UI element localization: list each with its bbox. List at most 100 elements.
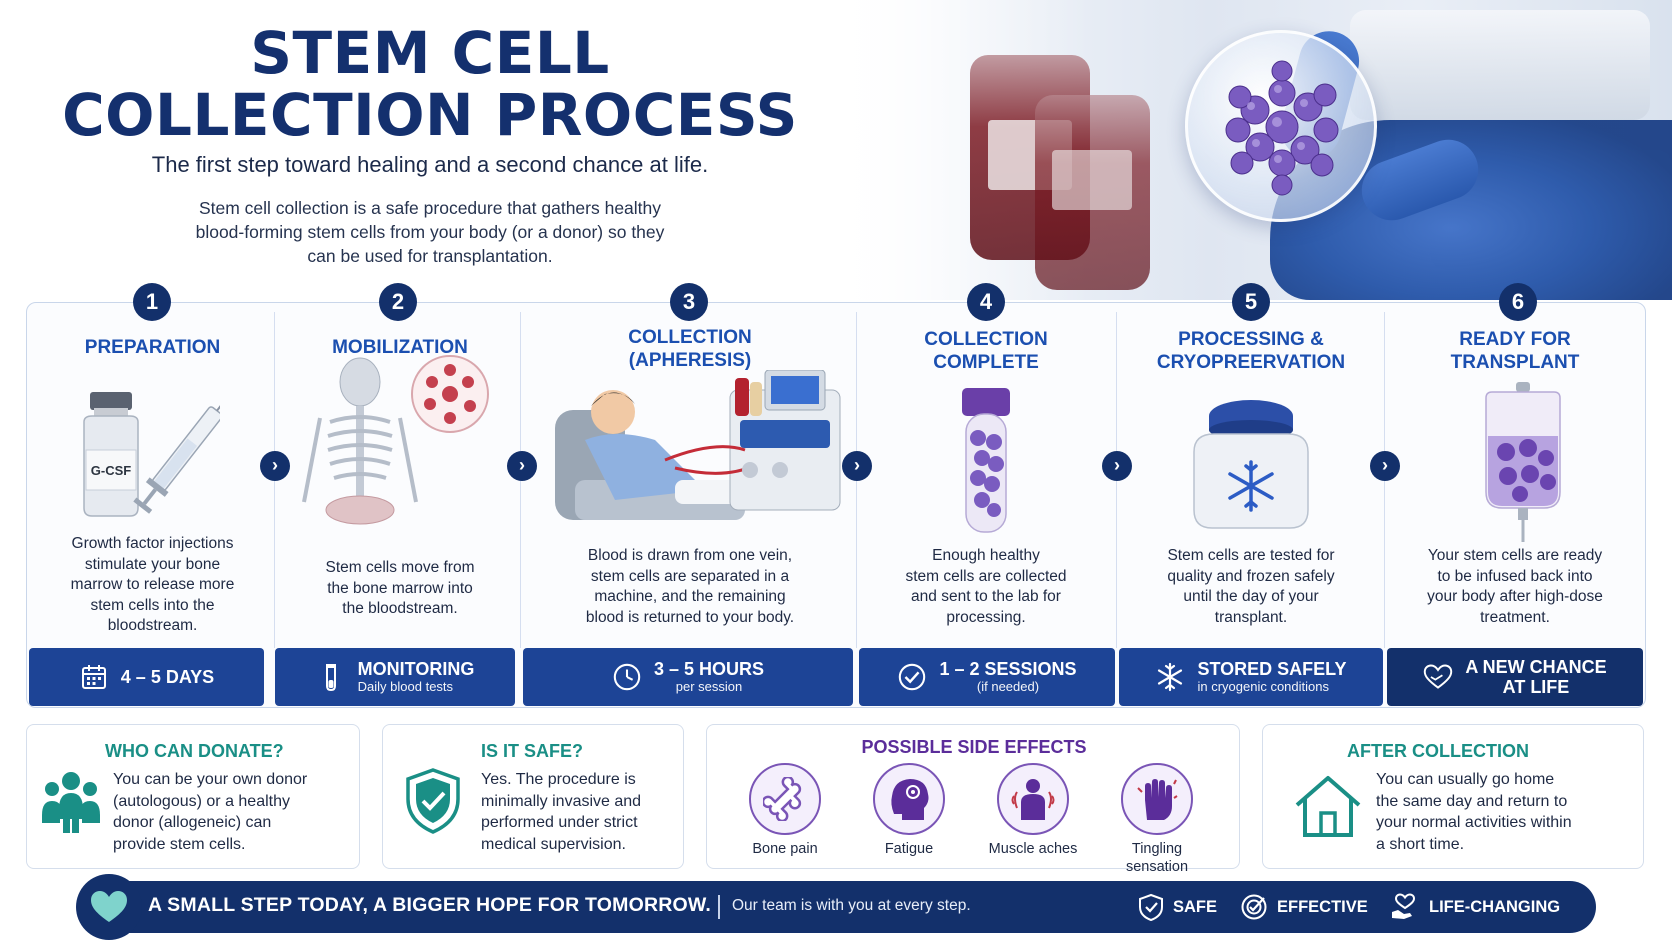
tingling-hand-icon xyxy=(1121,763,1193,835)
collection-tube-icon xyxy=(962,388,1010,533)
side-effect-label: Bone pain xyxy=(725,840,845,858)
side-effect-label-line: sensation xyxy=(1125,859,1189,875)
pill-main-text: STORED SAFELY xyxy=(1197,659,1347,679)
bottom-banner xyxy=(80,881,1596,933)
pill-main-text: A NEW CHANCE xyxy=(1465,657,1607,677)
step-5-title: PROCESSING & CRYOPREERVATION xyxy=(1122,328,1380,374)
card-line: minimally invasive and xyxy=(481,792,642,810)
chevron-right-icon: › xyxy=(507,451,537,481)
step-1-title: PREPARATION xyxy=(40,336,265,359)
house-icon xyxy=(1295,776,1361,837)
card-title: POSSIBLE SIDE EFFECTS xyxy=(861,737,1087,757)
chevron-right-icon: › xyxy=(1370,451,1400,481)
desc-line: stem cells are collected xyxy=(905,567,1067,585)
step-2-number: 2 xyxy=(379,283,417,321)
step-4-number: 4 xyxy=(967,283,1005,321)
banner-headline: A SMALL STEP TODAY, A BIGGER HOPE FOR TO… xyxy=(148,894,712,916)
people-group-icon xyxy=(42,772,100,833)
desc-line: treatment. xyxy=(1480,608,1550,626)
pill-sub-text: (if needed) xyxy=(976,679,1040,694)
step-title-line: PREPARATION xyxy=(84,337,221,358)
pill-main-text: MONITORING xyxy=(357,659,475,679)
desc-line: until the day of your xyxy=(1183,588,1319,605)
step-5-description: Stem cells are tested for quality and fr… xyxy=(1122,546,1380,628)
iv-bag-icon xyxy=(1485,382,1561,542)
pill-main-text: 4 – 5 DAYS xyxy=(120,667,215,687)
desc-line: and sent to the lab for xyxy=(911,588,1061,605)
card-line: a short time. xyxy=(1376,835,1465,853)
desc-line: machine, and the remaining xyxy=(594,588,786,605)
desc-line: bloodstream. xyxy=(107,617,198,634)
card-line: (autologous) or a healthy xyxy=(113,792,290,810)
vial-syringe-icon: G-CSF xyxy=(83,384,220,517)
card-text: You can usually go home the same day and… xyxy=(1376,769,1638,855)
life-changing-badge: LIFE-CHANGING xyxy=(1390,890,1560,924)
card-line: performed under strict xyxy=(481,814,638,831)
step-title-line: TRANSPLANT xyxy=(1450,352,1580,373)
check-circle-icon xyxy=(897,662,927,692)
step-3-description: Blood is drawn from one vein, stem cells… xyxy=(530,546,850,628)
calendar-icon xyxy=(79,662,109,692)
desc-line: Your stem cells are ready xyxy=(1427,547,1603,564)
pill-sub-text: Daily blood tests xyxy=(357,679,454,694)
card-title: WHO CAN DONATE? xyxy=(105,741,284,761)
is-it-safe-card: IS IT SAFE? Yes. The procedure is minima… xyxy=(382,724,684,869)
step-6-number: 6 xyxy=(1499,283,1537,321)
title-line-1: STEM CELL xyxy=(250,19,610,87)
desc-line: Blood is drawn from one vein, xyxy=(587,547,793,564)
step-title-line: PROCESSING & xyxy=(1178,329,1324,350)
desc-line: to be infused back into xyxy=(1437,567,1593,585)
card-line: your normal activities within xyxy=(1376,814,1572,831)
desc-line: marrow to release more xyxy=(70,576,235,593)
pill-main-text: AT LIFE xyxy=(1502,677,1570,697)
badge-label: SAFE xyxy=(1173,897,1218,916)
desc-line: the bone marrow into xyxy=(327,579,473,597)
side-effect-label-line: Tingling xyxy=(1131,841,1183,857)
chevron-right-icon: › xyxy=(842,451,872,481)
desc-line: Growth factor injections xyxy=(71,535,234,552)
step-5-storage-pill: STORED SAFELY in cryogenic conditions xyxy=(1119,648,1383,706)
card-line: You can be your own donor xyxy=(113,771,308,788)
desc-line: Stem cells move from xyxy=(325,559,475,576)
shield-check-icon xyxy=(406,768,460,834)
who-can-donate-card: WHO CAN DONATE? You can be your own dono… xyxy=(26,724,360,869)
desc-line: your body after high-dose xyxy=(1427,588,1603,605)
banner-divider xyxy=(718,895,720,919)
intro-line: Stem cell collection is a safe procedure… xyxy=(198,198,662,218)
desc-line: stem cells into the xyxy=(90,596,215,614)
side-effect-label: Fatigue xyxy=(849,840,969,858)
desc-line: Enough healthy xyxy=(932,547,1040,564)
card-line: provide stem cells. xyxy=(113,835,246,853)
chevron-right-icon: › xyxy=(260,451,290,481)
step-6-title: READY FOR TRANSPLANT xyxy=(1390,328,1640,374)
badge-label: EFFECTIVE xyxy=(1277,897,1368,916)
step-1-number: 1 xyxy=(133,283,171,321)
step-title-line: MOBILIZATION xyxy=(332,337,468,358)
step-title-line: CRYOPREERVATION xyxy=(1156,352,1346,373)
snowflake-icon xyxy=(1155,662,1185,692)
side-effects-card: POSSIBLE SIDE EFFECTS Bone pain Fatigue … xyxy=(706,724,1240,875)
step-title-line: READY FOR xyxy=(1459,329,1571,350)
step-title-line: COLLECTION xyxy=(924,329,1048,350)
head-fatigue-icon xyxy=(873,763,945,835)
card-line: the same day and return to xyxy=(1376,792,1568,810)
side-effect-label-line: Bone pain xyxy=(752,841,818,857)
bone-icon xyxy=(749,763,821,835)
step-4-description: Enough healthy stem cells are collected … xyxy=(866,546,1106,628)
clock-icon xyxy=(612,662,642,692)
side-effect-label-line: Muscle aches xyxy=(988,841,1078,857)
pill-sub-text: in cryogenic conditions xyxy=(1197,679,1329,694)
card-line: medical supervision. xyxy=(481,835,626,853)
step-6-new-chance-pill: A NEW CHANCE AT LIFE xyxy=(1387,648,1643,706)
step-2-title: MOBILIZATION xyxy=(285,336,515,359)
skeleton-bone-marrow-icon xyxy=(302,355,489,525)
step-3-number: 3 xyxy=(670,283,708,321)
svg-text:G-CSF: G-CSF xyxy=(91,463,132,478)
side-effect-label-line: Fatigue xyxy=(884,841,934,857)
stem-cell-cluster-image xyxy=(1225,60,1339,196)
test-tube-icon xyxy=(316,662,346,692)
heart-hands-icon xyxy=(1392,893,1416,919)
desc-line: stimulate your bone xyxy=(84,555,221,573)
step-1-description: Growth factor injections stimulate your … xyxy=(40,534,265,637)
